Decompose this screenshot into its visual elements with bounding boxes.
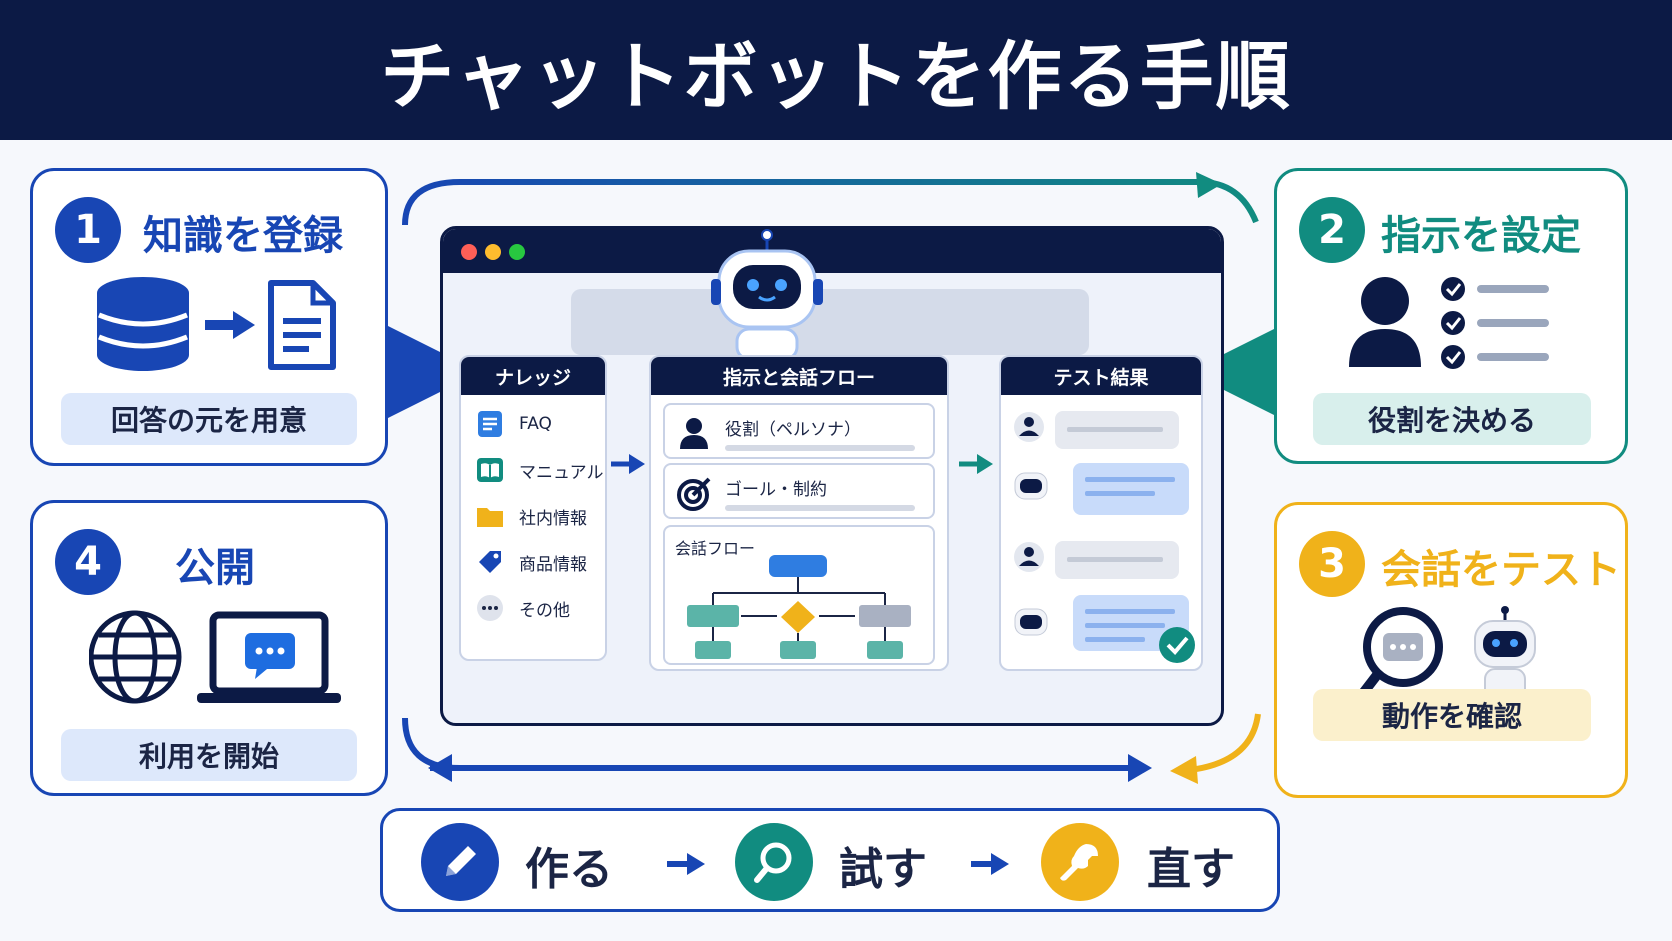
user-icon xyxy=(680,418,708,449)
goal-value-bar xyxy=(725,505,915,511)
step3-title: 会話をテスト xyxy=(1381,547,1621,593)
bot-message xyxy=(1014,595,1189,651)
flow-label: 会話フロー xyxy=(675,539,756,558)
checklist-icon xyxy=(1441,277,1549,369)
step1-subtitle: 回答の元を用意 xyxy=(61,393,357,445)
database-icon xyxy=(97,277,336,371)
user-message xyxy=(1014,541,1179,579)
header-banner: チャットボットを作る手順 xyxy=(0,0,1672,140)
goal-label: ゴール・制約 xyxy=(725,480,827,500)
knowledge-item-other[interactable]: その他 xyxy=(475,591,570,625)
bot-message xyxy=(1014,463,1189,515)
pencil-icon xyxy=(421,823,499,901)
user-message xyxy=(1014,411,1179,449)
arrow-right-icon xyxy=(611,454,645,474)
test-header: テスト結果 xyxy=(1001,357,1201,395)
robot-icon xyxy=(1474,606,1536,700)
chat-log xyxy=(1014,411,1195,663)
step3-subtitle: 動作を確認 xyxy=(1313,689,1591,741)
cycle-make-label: 作る xyxy=(525,844,613,895)
step3-card: 3 会話をテスト 動作を確認 xyxy=(1274,502,1628,798)
more-icon xyxy=(475,593,505,623)
knowledge-item-manual[interactable]: マニュアル xyxy=(475,453,604,487)
flow-box[interactable]: 会話フロー xyxy=(663,525,935,665)
step3-number: 3 xyxy=(1299,531,1365,597)
prompt-bar[interactable] xyxy=(571,289,1089,355)
knowledge-item-internal[interactable]: 社内情報 xyxy=(475,499,587,533)
step4-subtitle: 利用を開始 xyxy=(61,729,357,781)
step4-number: 4 xyxy=(55,529,121,595)
knowledge-header: ナレッジ xyxy=(461,357,605,395)
knowledge-item-label: FAQ xyxy=(519,414,552,434)
folder-icon xyxy=(475,501,505,531)
document-icon xyxy=(475,409,505,439)
step4-card: 4 公開 利用を開始 xyxy=(30,500,388,796)
target-icon xyxy=(677,477,711,511)
test-panel: テスト結果 xyxy=(999,355,1203,671)
step1-card: 1 知識を登録 回答の元を用意 xyxy=(30,168,388,466)
chatbot-builder-window: ナレッジ FAQ マニュアル 社内情報 商品情報 その他 指示と会話フロー 役割… xyxy=(440,226,1224,726)
user-icon xyxy=(1349,277,1549,369)
arrow-right-icon xyxy=(959,454,993,474)
maximize-dot[interactable] xyxy=(509,244,525,260)
instructions-panel: 指示と会話フロー 役割（ペルソナ） ゴール・制約 会話フロー xyxy=(649,355,949,671)
check-icon xyxy=(1159,627,1195,663)
laptop-chat-icon xyxy=(197,611,341,703)
knowledge-item-label: 社内情報 xyxy=(519,508,587,529)
role-value-bar xyxy=(725,445,915,451)
step1-title: 知識を登録 xyxy=(143,213,343,259)
cycle-fix-label: 直す xyxy=(1147,844,1235,895)
search-icon xyxy=(735,823,813,901)
role-label: 役割（ペルソナ） xyxy=(725,420,861,440)
step2-title: 指示を設定 xyxy=(1381,213,1581,259)
window-titlebar xyxy=(443,229,1221,273)
goal-box[interactable]: ゴール・制約 xyxy=(663,463,935,519)
arrow-right-icon xyxy=(667,853,705,875)
page-title: チャットボットを作る手順 xyxy=(380,33,1292,120)
step2-subtitle: 役割を決める xyxy=(1313,393,1591,445)
minimize-dot[interactable] xyxy=(485,244,501,260)
wrench-icon xyxy=(1041,823,1119,901)
knowledge-item-product[interactable]: 商品情報 xyxy=(475,545,587,579)
knowledge-item-faq[interactable]: FAQ xyxy=(475,407,552,441)
knowledge-item-label: マニュアル xyxy=(519,462,604,483)
arrow-right-icon xyxy=(971,853,1009,875)
tag-icon xyxy=(475,547,505,577)
document-icon xyxy=(268,280,336,370)
cycle-bar: 作る 試す 直す xyxy=(380,808,1280,912)
flowchart-diagram xyxy=(687,555,911,659)
knowledge-item-label: その他 xyxy=(519,600,570,621)
globe-icon xyxy=(89,610,341,704)
instructions-header: 指示と会話フロー xyxy=(651,357,947,395)
step4-title: 公開 xyxy=(175,545,255,591)
step1-number: 1 xyxy=(55,197,121,263)
close-dot[interactable] xyxy=(461,244,477,260)
step2-card: 2 指示を設定 役割を決める xyxy=(1274,168,1628,464)
role-box[interactable]: 役割（ペルソナ） xyxy=(663,403,935,459)
robot-icon xyxy=(711,229,823,359)
knowledge-item-label: 商品情報 xyxy=(519,554,587,575)
cycle-try-label: 試す xyxy=(839,844,927,895)
knowledge-panel: ナレッジ FAQ マニュアル 社内情報 商品情報 その他 xyxy=(459,355,607,661)
book-icon xyxy=(475,455,505,485)
step2-number: 2 xyxy=(1299,197,1365,263)
